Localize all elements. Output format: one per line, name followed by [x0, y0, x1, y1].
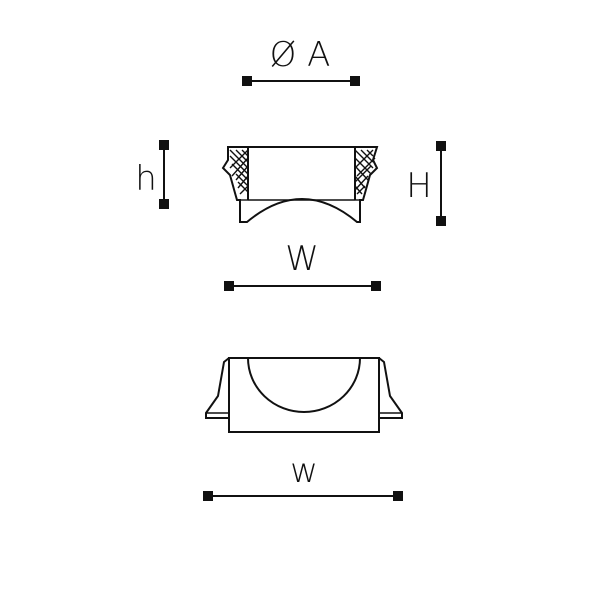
upper-width-label: W [285, 239, 319, 279]
large-height-label: H [406, 166, 432, 206]
upper-width-endpoint-right [371, 281, 381, 291]
small-height-endpoint-top [159, 140, 169, 150]
front-view [205, 357, 403, 433]
hatch-left [229, 149, 249, 195]
cross-section-view [221, 146, 379, 223]
upper-width-endpoint-left [224, 281, 234, 291]
small-height-dimension: h [135, 140, 169, 209]
large-height-dimension: H [406, 141, 446, 226]
front-view-body [228, 357, 380, 433]
diameter-endpoint-left [242, 76, 252, 86]
large-height-endpoint-top [436, 141, 446, 151]
front-view-flange-left [205, 357, 230, 419]
front-view-flange-right [378, 357, 403, 419]
lower-width-endpoint-left [203, 491, 213, 501]
lower-width-label: w [290, 451, 318, 491]
small-height-endpoint-bottom [159, 199, 169, 209]
hatch-right [354, 149, 376, 195]
small-height-label: h [135, 159, 157, 199]
diameter-dimension: Ø A [242, 35, 360, 86]
lower-width-dimension: w [203, 451, 403, 501]
front-view-cutout-arc [247, 357, 361, 413]
large-height-endpoint-bottom [436, 216, 446, 226]
diameter-endpoint-right [350, 76, 360, 86]
upper-width-dimension: W [224, 239, 381, 291]
lower-width-endpoint-right [393, 491, 403, 501]
diameter-label: Ø A [270, 35, 331, 75]
